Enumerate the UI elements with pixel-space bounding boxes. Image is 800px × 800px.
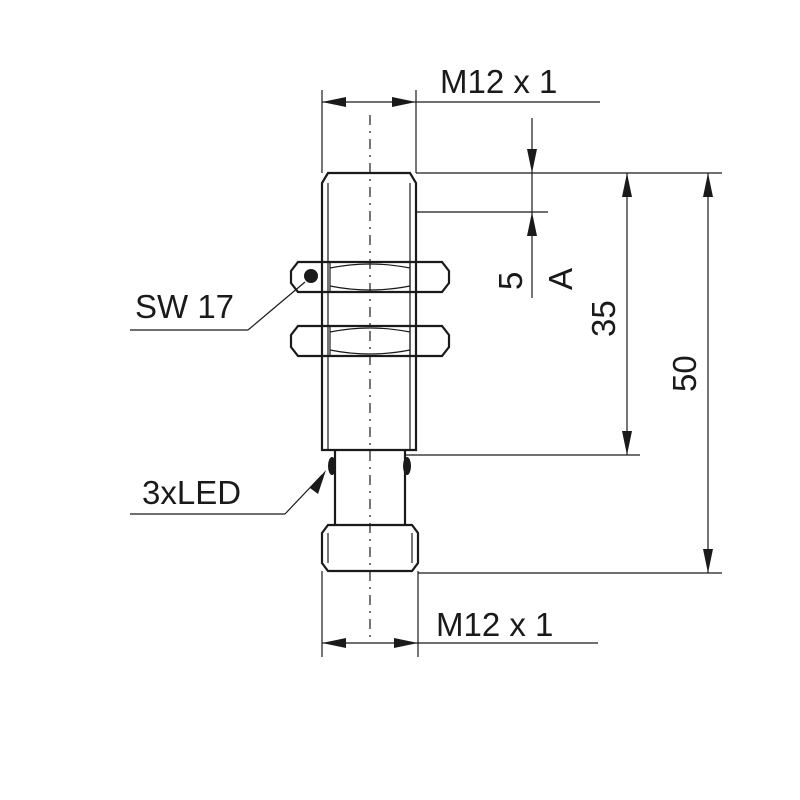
hex-nut-upper	[289, 260, 451, 294]
label-thread-bottom: M12 x 1	[436, 606, 553, 643]
led-indicator-dot	[304, 269, 318, 283]
dimension-a	[416, 118, 548, 298]
label-dim-a-value: 5	[492, 272, 529, 290]
leader-wrench-size	[130, 281, 306, 331]
label-thread-top: M12 x 1	[440, 63, 557, 100]
dimension-thread-top	[321, 90, 600, 173]
label-wrench-size: SW 17	[135, 288, 234, 325]
label-led: 3xLED	[142, 474, 241, 511]
led-neck	[328, 450, 411, 525]
dimension-body-35	[405, 172, 722, 456]
dimension-total-50	[418, 173, 722, 574]
connector-thread	[320, 523, 420, 573]
threaded-body	[320, 171, 418, 452]
dimension-thread-bottom	[321, 571, 598, 657]
label-dim-a-letter: A	[542, 268, 579, 290]
label-dim-total: 50	[666, 355, 703, 392]
label-dim-body: 35	[585, 300, 622, 337]
leader-led	[130, 470, 326, 515]
hex-nut-lower	[289, 324, 451, 358]
